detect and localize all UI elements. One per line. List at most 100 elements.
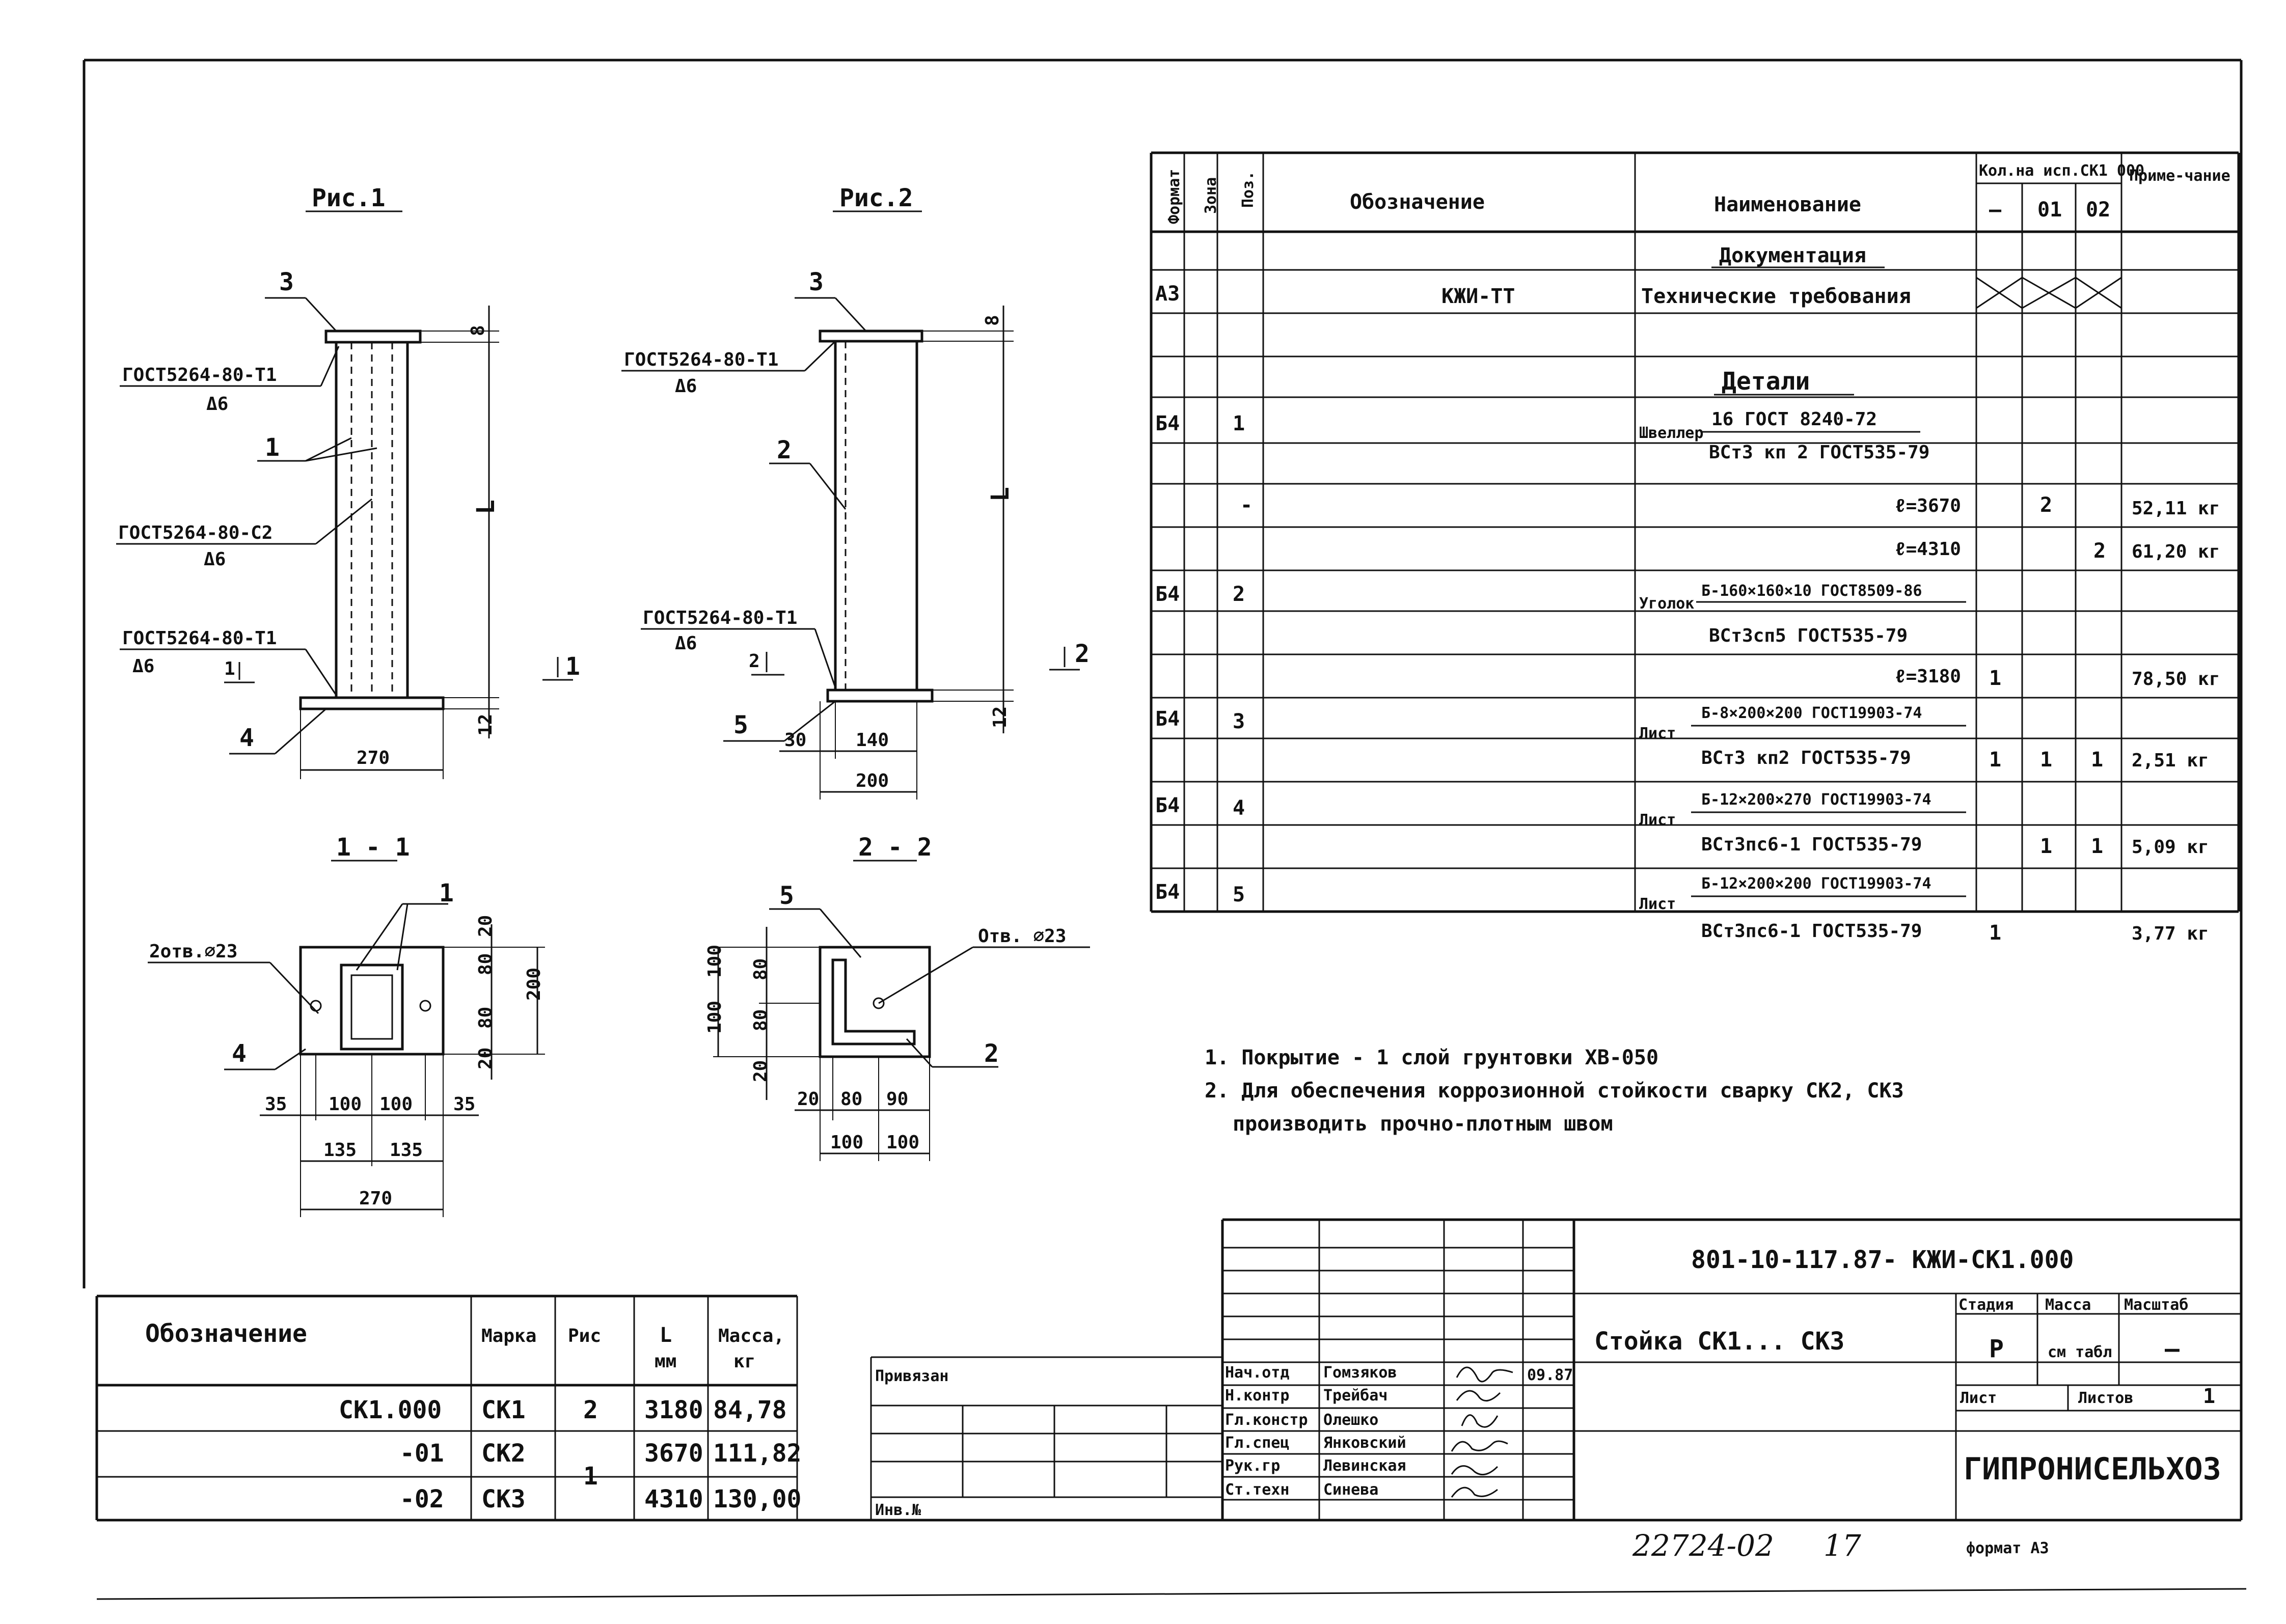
fig1-dim-top: 8 — [468, 325, 488, 336]
fig2-dim-200: 200 — [856, 770, 889, 791]
fig1-weld-mid-k: Δ6 — [204, 549, 226, 570]
fig2-weld-bot-k: Δ6 — [675, 633, 697, 654]
tb-code: 801-10-117.87- КЖИ-СК1.000 — [1691, 1246, 2074, 1274]
footer: 22724-02 17 формат А3 — [1632, 1528, 2049, 1563]
sec22-d100d: 100 — [886, 1132, 919, 1153]
sec11-holes: 2отв.⌀23 — [149, 941, 237, 962]
fig2-pos5: 5 — [733, 711, 748, 739]
sec22-pos5: 5 — [779, 882, 794, 910]
marks-r1-mark: СК1 — [481, 1396, 526, 1424]
sec11-title: 1 - 1 — [336, 833, 410, 862]
marks-r3-mass: 130,00 — [713, 1485, 801, 1513]
fig2-dim-top: 8 — [982, 315, 1003, 326]
spec-r2-name-pre: Уголок — [1639, 595, 1694, 613]
section-2-2: 2 - 2 Отв. ⌀23 5 2 100 100 80 80 20 20 8… — [704, 833, 1090, 1161]
sec22-d90: 90 — [886, 1089, 908, 1110]
footer-sheet-no: 17 — [1824, 1528, 1861, 1563]
spec-r4-name-pre: Лист — [1639, 811, 1676, 829]
binding-inv: Инв.№ — [875, 1501, 921, 1519]
fig1-bottom-plate — [299, 696, 445, 710]
spec-h-qty: Кол.на исп.СК1 000 — [1979, 162, 2144, 180]
fig1-weld-top-k: Δ6 — [206, 394, 228, 415]
footer-inventory: 22724-02 — [1632, 1528, 1774, 1563]
sec11-hole-right — [419, 1000, 431, 1012]
sec11-channels — [340, 964, 404, 1051]
fig1-weld-bot: ГОСТ5264-80-Т1 — [122, 628, 277, 649]
sec22-d20v: 20 — [750, 1060, 771, 1082]
tb-role-4: Гл.спец — [1225, 1434, 1289, 1452]
spec-r5-note: 3,77 кг — [2132, 923, 2209, 944]
sec11-d35a: 35 — [265, 1094, 287, 1115]
spec-r5-format: Б4 — [1155, 880, 1180, 904]
sec22-d80a: 80 — [750, 958, 771, 980]
tb-role-1: Нач.отд — [1225, 1364, 1289, 1382]
marks-r2-mass: 111,82 — [713, 1439, 801, 1468]
spec-r2a-note: 78,50 кг — [2132, 669, 2220, 690]
note-2: 2. Для обеспечения коррозионной стойкост… — [1205, 1079, 1904, 1103]
spec-doc-format: А3 — [1155, 282, 1180, 306]
tb-role-6: Ст.техн — [1225, 1481, 1289, 1499]
marks-r2-mark: СК2 — [481, 1439, 526, 1468]
fig1-weld-mid: ГОСТ5264-80-С2 — [118, 522, 273, 543]
sec11-pos4: 4 — [232, 1039, 247, 1068]
fig1-dim-width: 270 — [357, 748, 390, 768]
tb-mass: см табл — [2048, 1343, 2112, 1361]
fig2-cut-mark: 2 — [749, 651, 760, 672]
spec-r4-pos: 4 — [1233, 796, 1245, 820]
binding-stamp: Привязан Инв.№ — [870, 1356, 1222, 1520]
note-2-cont: производить прочно-плотным швом — [1233, 1112, 1613, 1136]
spec-r1b-q02: 2 — [2093, 539, 2106, 563]
tb-sig-name-3: Олешко — [1323, 1411, 1378, 1429]
spec-r1-format: Б4 — [1155, 412, 1180, 435]
spec-doc-name: Технические требования — [1641, 285, 1911, 308]
spec-h-name: Наименование — [1714, 193, 1861, 216]
sec11-d200: 200 — [524, 968, 545, 1001]
spec-r1a-sub: ℓ=3670 — [1895, 496, 1961, 516]
note-1: 1. Покрытие - 1 слой грунтовки ХВ-050 — [1205, 1046, 1658, 1069]
spec-r4-format: Б4 — [1155, 794, 1180, 817]
spec-r1a-note: 52,11 кг — [2132, 498, 2220, 519]
marks-r3-L: 4310 — [644, 1485, 703, 1513]
sec22-angle — [831, 958, 916, 1045]
figure-1: Рис.1 3 ГОСТ5264-80-Т1 Δ6 1 ГОСТ5264-80-… — [116, 184, 580, 779]
spec-r1-name-bot: ВСт3 кп 2 ГОСТ535-79 — [1709, 442, 1929, 463]
sec22-title: 2 - 2 — [858, 833, 932, 862]
marks-r3-designation: -02 — [400, 1485, 444, 1513]
marks-h-mass-unit: кг — [733, 1351, 755, 1372]
marks-r2-designation: -01 — [400, 1439, 444, 1468]
tb-sheets: 1 — [2203, 1385, 2215, 1408]
spec-r3-q02: 1 — [2091, 748, 2103, 772]
marks-r1-L: 3180 — [644, 1396, 703, 1424]
sec22-d80c: 80 — [840, 1089, 862, 1110]
spec-r5-name-pre: Лист — [1639, 895, 1676, 913]
spec-r2-name-bot: ВСт3сп5 ГОСТ535-79 — [1709, 625, 1908, 646]
sec11-d100b: 100 — [379, 1094, 413, 1115]
fig2-view-mark: 2 — [1075, 640, 1090, 668]
sec11-d270: 270 — [359, 1188, 392, 1209]
marks-r1-mass: 84,78 — [713, 1396, 787, 1424]
sec11-pos1: 1 — [439, 879, 454, 907]
spec-doc-designation: КЖИ-ТТ — [1441, 285, 1515, 308]
spec-h-qty-02: 02 — [2086, 198, 2110, 222]
tb-sig-name-2: Трейбач — [1323, 1387, 1387, 1405]
marks-h-L: L — [660, 1324, 672, 1347]
tb-stage-label: Стадия — [1958, 1296, 2013, 1314]
spec-section-docs: Документация — [1719, 244, 1866, 267]
sec22-d80b: 80 — [750, 1009, 771, 1031]
fig1-title: Рис.1 — [312, 184, 386, 212]
sec11-d135b: 135 — [390, 1140, 423, 1161]
fig2-pos3: 3 — [809, 268, 824, 296]
spec-r5-q00: 1 — [1989, 921, 2001, 945]
spec-h-note: Приме-чание — [2129, 167, 2230, 185]
fig2-pos2: 2 — [777, 436, 792, 464]
fig2-weld-bot: ГОСТ5264-80-Т1 — [643, 608, 797, 628]
tb-stage: Р — [1989, 1335, 2004, 1363]
tb-sig-name-4: Янковский — [1323, 1434, 1406, 1452]
spec-r1b-note: 61,20 кг — [2132, 541, 2220, 562]
fig1-weld-top: ГОСТ5264-80-Т1 — [122, 365, 277, 386]
fig1-dim-bot: 12 — [475, 714, 496, 736]
tb-date: 09.87 — [1527, 1366, 1573, 1384]
spec-r2a-q00: 1 — [1989, 667, 2001, 690]
spec-r3-name-bot: ВСт3 кп2 ГОСТ535-79 — [1701, 748, 1911, 768]
